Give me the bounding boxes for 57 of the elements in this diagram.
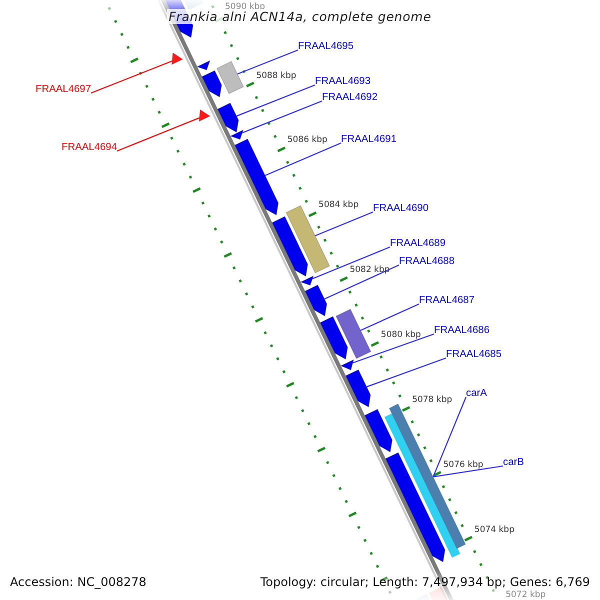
leader-line [264, 142, 342, 176]
title: Frankia alni ACN14a, complete genome [166, 9, 434, 24]
gene-feature [364, 408, 393, 452]
leader-line [116, 117, 200, 152]
gene-label: FRAAL4685 [446, 349, 502, 361]
info-text: Accession: NC_008278 [10, 575, 146, 590]
gene-label: FRAAL4689 [390, 238, 446, 250]
scale-label: 5076 kbp [443, 460, 484, 470]
scale-label: 5074 kbp [474, 524, 514, 535]
gene-feature [336, 308, 372, 359]
leader-line [237, 49, 298, 75]
scale-label: 5088 kbp [256, 70, 296, 81]
gene-feature [385, 452, 446, 562]
gene-label: FRAAL4697 [36, 84, 91, 96]
scale-label: 5090 kbp [225, 2, 266, 12]
gene-feature [216, 61, 244, 94]
gene-feature [234, 138, 279, 216]
gene-label: FRAAL4692 [322, 92, 378, 104]
leader-line [236, 84, 316, 117]
gene-label: FRAAL4693 [315, 76, 370, 88]
scale-label: 5082 kbp [350, 265, 390, 276]
scale-label: 5084 kbp [318, 200, 359, 210]
gene-feature [304, 284, 328, 316]
leader-line [433, 465, 504, 478]
scale-label: 5080 kbp [380, 330, 421, 340]
gene-label: FRAAL4694 [62, 142, 117, 154]
gene-feature [230, 129, 244, 140]
leader-line [314, 212, 374, 236]
leader-line [242, 100, 322, 134]
gene-label: FRAAL4686 [434, 325, 490, 337]
gene-feature [384, 404, 466, 558]
gene-label: FRAAL4695 [298, 41, 354, 53]
gene-feature [217, 102, 239, 133]
scale-label: 5072 kbp [506, 590, 546, 600]
scale-label: 5078 kbp [412, 394, 452, 405]
gene-feature [320, 316, 348, 360]
leader-line [90, 60, 172, 94]
gene-feature [202, 70, 222, 98]
gene-feature [198, 109, 210, 122]
gene-label: FRAAL4688 [399, 256, 454, 268]
gene-feature [272, 216, 308, 277]
leader-line [432, 396, 466, 478]
gene-label: carB [503, 457, 524, 469]
leader-line [366, 357, 446, 388]
gene-feature [196, 60, 210, 70]
leader-line [324, 264, 400, 300]
leader-line [360, 304, 420, 331]
gene-label: carA [466, 388, 487, 400]
scale-label: 5086 kbp [287, 135, 328, 146]
gene-label: FRAAL4691 [341, 134, 396, 146]
gene-label: FRAAL4690 [373, 203, 428, 215]
gene-label: FRAAL4687 [419, 295, 474, 307]
gene-feature [345, 369, 371, 408]
gene-feature [171, 52, 184, 65]
info-text: Topology: circular; Length: 7,497,934 bp; Genes: 6,769 [260, 575, 590, 590]
leader-line [352, 333, 434, 364]
leader-line [312, 246, 390, 280]
